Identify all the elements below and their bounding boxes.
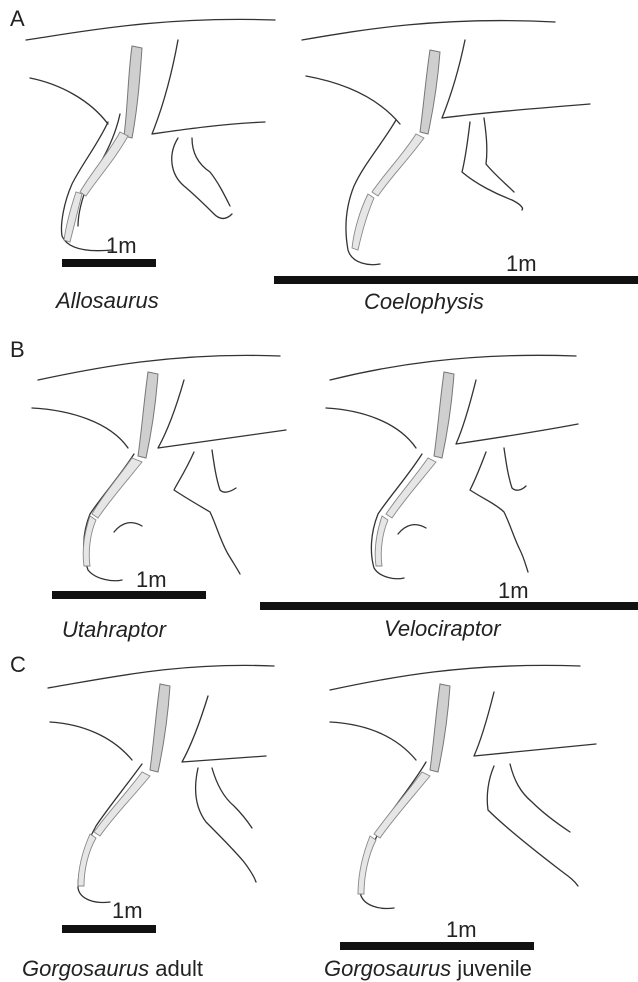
- scale-bar-velociraptor: [260, 602, 638, 610]
- scale-bar-utahraptor: [52, 591, 206, 599]
- panel-letter-c: C: [10, 652, 26, 678]
- allosaurus-hindlimb-drawing: [20, 14, 300, 274]
- scale-label-velociraptor: 1m: [498, 578, 529, 604]
- utahraptor-hindlimb-drawing: [24, 344, 304, 594]
- scale-label-gorgosaurus-adult: 1m: [112, 898, 143, 924]
- scale-bar-allosaurus: [62, 259, 156, 267]
- taxon-label-utahraptor: Utahraptor: [62, 617, 166, 643]
- genus-name: Gorgosaurus: [22, 956, 149, 981]
- scale-label-coelophysis: 1m: [506, 251, 537, 277]
- taxon-label-allosaurus: Allosaurus: [56, 288, 159, 314]
- life-stage: juvenile: [451, 956, 532, 981]
- taxon-label-gorgosaurus-juvenile: Gorgosaurus juvenile: [324, 956, 532, 982]
- genus-name: Utahraptor: [62, 617, 166, 642]
- scale-bar-gorgosaurus-juvenile: [340, 942, 534, 950]
- life-stage: adult: [149, 956, 203, 981]
- taxon-label-velociraptor: Velociraptor: [384, 616, 501, 642]
- genus-name: Gorgosaurus: [324, 956, 451, 981]
- taxon-label-coelophysis: Coelophysis: [364, 289, 484, 315]
- genus-name: Velociraptor: [384, 616, 501, 641]
- gorgosaurus-juvenile-hindlimb-drawing: [326, 656, 616, 936]
- scale-label-allosaurus: 1m: [106, 233, 137, 259]
- coelophysis-hindlimb-drawing: [300, 14, 600, 274]
- scale-bar-coelophysis: [274, 276, 638, 284]
- velociraptor-hindlimb-drawing: [316, 344, 616, 594]
- genus-name: Allosaurus: [56, 288, 159, 313]
- scale-label-utahraptor: 1m: [136, 567, 167, 593]
- scale-label-gorgosaurus-juvenile: 1m: [446, 917, 477, 943]
- gorgosaurus-adult-hindlimb-drawing: [38, 656, 298, 916]
- scale-bar-gorgosaurus-adult: [62, 925, 156, 933]
- genus-name: Coelophysis: [364, 289, 484, 314]
- taxon-label-gorgosaurus-adult: Gorgosaurus adult: [22, 956, 203, 982]
- panel-letter-b: B: [10, 337, 25, 363]
